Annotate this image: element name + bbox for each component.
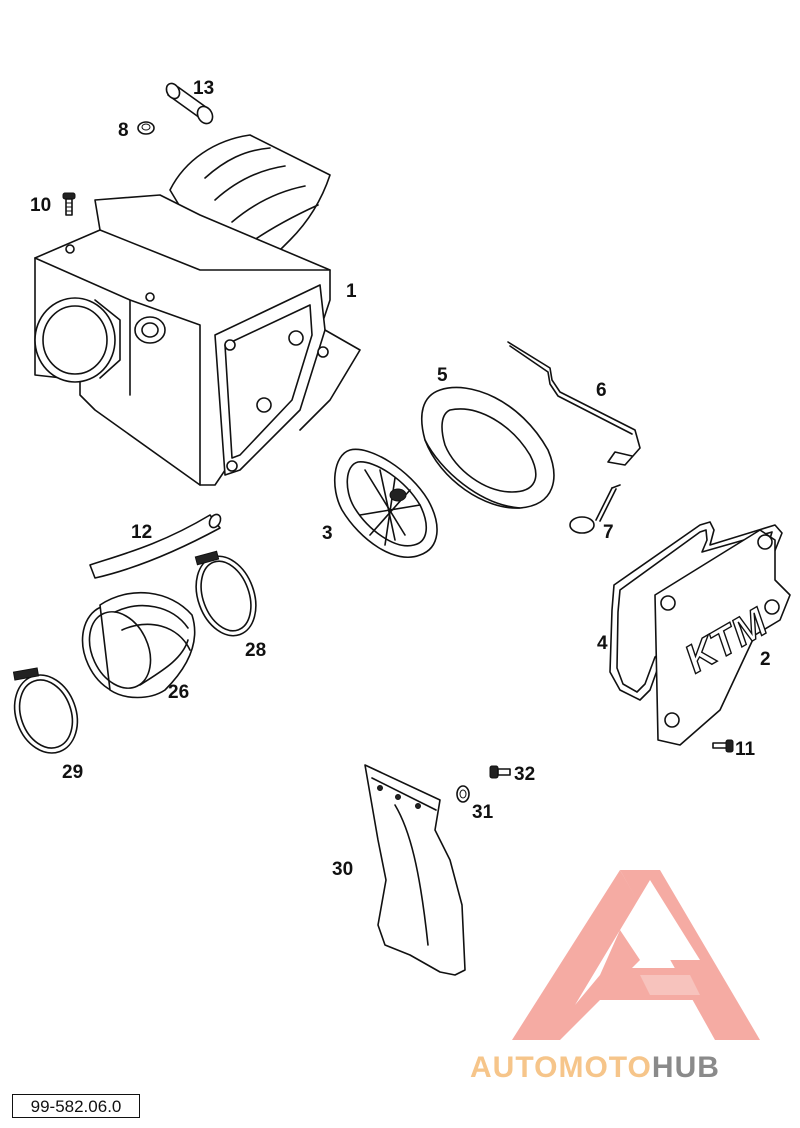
part-11-bolt (712, 739, 734, 753)
part-13-tube (165, 82, 214, 125)
part-26-boot (81, 591, 196, 699)
callout-3: 3 (322, 523, 333, 544)
callout-2: 2 (760, 649, 771, 670)
part-10-screw (62, 192, 76, 216)
watermark-brand-part2: HUB (652, 1051, 720, 1084)
callout-32: 32 (514, 764, 535, 785)
watermark-brand: AUTOMOTOHUB (470, 1051, 720, 1084)
watermark-logo (512, 870, 760, 1040)
part-31-washer (456, 785, 470, 803)
part-3-filter-cage (334, 448, 438, 558)
part-32-screw (489, 765, 511, 779)
drawing-number: 99-582.06.0 (12, 1094, 140, 1118)
watermark-brand-part1: AUTOMOTO (470, 1051, 652, 1084)
callout-28: 28 (245, 640, 266, 661)
callout-29: 29 (62, 762, 83, 783)
part-6-wire-clip (507, 341, 641, 466)
part-28-clamp (194, 550, 257, 637)
callout-4: 4 (597, 633, 608, 654)
part-12-hose (89, 513, 222, 579)
callout-1: 1 (346, 281, 357, 302)
callouts: 1 2 3 4 5 6 7 8 10 11 12 13 26 28 29 30 … (30, 78, 771, 880)
callout-5: 5 (437, 365, 448, 386)
callout-6: 6 (596, 380, 607, 401)
part-2-side-cover: KTM (654, 529, 791, 746)
callout-31: 31 (472, 802, 494, 823)
callout-10: 10 (30, 195, 51, 216)
part-1-airbox (34, 134, 361, 486)
part-8-nut (137, 121, 155, 135)
part-29-clamp (12, 667, 79, 754)
callout-11: 11 (735, 739, 756, 760)
part-5-filter-element (420, 386, 555, 509)
callout-13: 13 (193, 78, 214, 99)
callout-8: 8 (118, 120, 129, 141)
callout-12: 12 (131, 522, 152, 543)
part-7-pin (569, 484, 621, 534)
callout-7: 7 (603, 522, 614, 543)
callout-26: 26 (168, 682, 189, 703)
callout-30: 30 (332, 859, 353, 880)
part-30-mud-flap (364, 764, 466, 976)
